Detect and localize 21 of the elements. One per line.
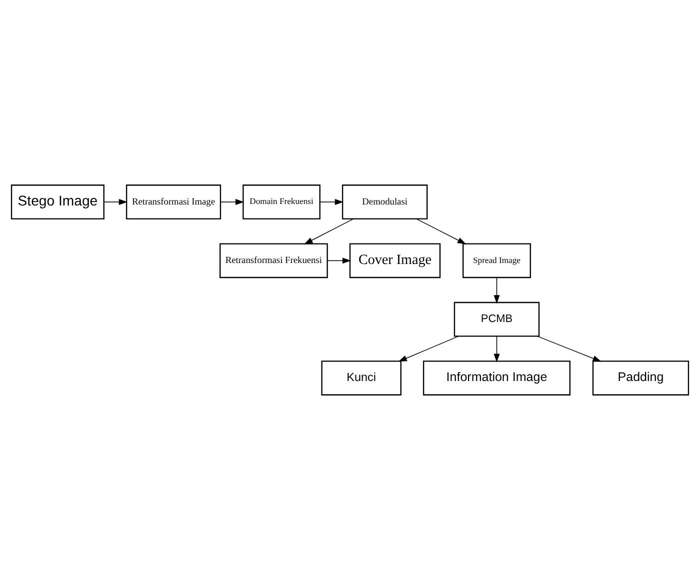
node-box: Retransformasi Frekuensi xyxy=(220,243,328,278)
node-box: Spread Image xyxy=(462,243,531,278)
arrow xyxy=(416,218,466,244)
node-box: Information Image xyxy=(422,360,570,396)
node-box: Padding xyxy=(592,360,690,396)
node-box: Stego Image xyxy=(10,184,104,220)
node-box: PCMB xyxy=(454,302,540,337)
arrow xyxy=(220,198,244,205)
node-box: Domain Frekuensi xyxy=(242,184,320,220)
arrow xyxy=(494,336,500,362)
node-box: Kunci xyxy=(321,360,402,396)
arrow xyxy=(320,198,344,205)
arrow xyxy=(536,336,602,362)
arrow xyxy=(398,336,460,362)
arrow xyxy=(327,258,352,264)
node-box: Cover Image xyxy=(349,243,441,278)
arrow xyxy=(104,198,128,205)
arrow xyxy=(494,277,500,304)
node-box: Retransformasi Image xyxy=(126,184,222,220)
node-box: Demodulasi xyxy=(342,184,428,220)
arrow xyxy=(304,218,354,244)
